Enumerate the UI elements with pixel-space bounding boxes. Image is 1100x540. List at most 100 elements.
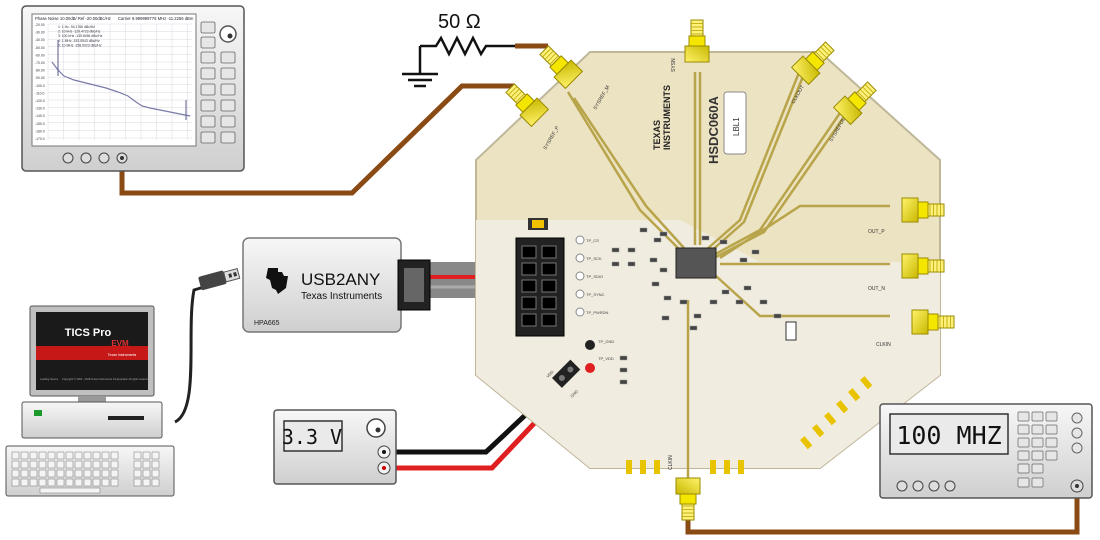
sma-out-n[interactable] bbox=[901, 253, 945, 279]
keyboard-key[interactable] bbox=[29, 451, 38, 460]
sma-sysref-m[interactable] bbox=[536, 42, 584, 90]
keyboard-key[interactable] bbox=[110, 478, 119, 487]
keyboard-key[interactable] bbox=[11, 478, 20, 487]
jumper-2[interactable] bbox=[785, 321, 797, 341]
generator-key[interactable] bbox=[1031, 477, 1044, 488]
keyboard-key[interactable] bbox=[92, 478, 101, 487]
analyzer-key[interactable] bbox=[200, 67, 216, 80]
keyboard-key[interactable] bbox=[29, 469, 38, 478]
testpoint-pwrdn[interactable] bbox=[575, 307, 585, 317]
keyboard-key[interactable] bbox=[38, 469, 47, 478]
keyboard-key[interactable] bbox=[101, 451, 110, 460]
generator-knob[interactable] bbox=[1071, 427, 1083, 439]
keyboard-key[interactable] bbox=[142, 469, 151, 478]
gen-port-1[interactable] bbox=[896, 480, 908, 492]
keyboard-key[interactable] bbox=[11, 469, 20, 478]
gen-port-3[interactable] bbox=[928, 480, 940, 492]
keyboard-key[interactable] bbox=[56, 451, 65, 460]
analyzer-key[interactable] bbox=[220, 99, 236, 112]
keyboard-key[interactable] bbox=[65, 451, 74, 460]
keyboard-key[interactable] bbox=[11, 451, 20, 460]
keyboard-key[interactable] bbox=[101, 460, 110, 469]
keyboard-key[interactable] bbox=[151, 460, 160, 469]
analyzer-key[interactable] bbox=[200, 21, 216, 34]
keyboard-key[interactable] bbox=[133, 478, 142, 487]
keyboard-key[interactable] bbox=[56, 460, 65, 469]
generator-key[interactable] bbox=[1017, 437, 1030, 448]
keyboard-key[interactable] bbox=[38, 478, 47, 487]
keyboard-key[interactable] bbox=[83, 469, 92, 478]
keyboard-key[interactable] bbox=[110, 469, 119, 478]
analyzer-key[interactable] bbox=[200, 131, 216, 144]
keyboard-key[interactable] bbox=[65, 478, 74, 487]
sma-out-p[interactable] bbox=[901, 197, 945, 223]
keyboard-spacebar[interactable] bbox=[39, 487, 101, 494]
keyboard-key[interactable] bbox=[29, 478, 38, 487]
testpoint-vdd[interactable] bbox=[585, 363, 595, 373]
analyzer-port-3[interactable] bbox=[98, 152, 110, 164]
keyboard-key[interactable] bbox=[83, 460, 92, 469]
keyboard-key[interactable] bbox=[110, 451, 119, 460]
generator-key[interactable] bbox=[1045, 424, 1058, 435]
keyboard-key[interactable] bbox=[151, 478, 160, 487]
sma-sysref-p[interactable] bbox=[502, 80, 550, 128]
keyboard-key[interactable] bbox=[74, 469, 83, 478]
keyboard-key[interactable] bbox=[38, 460, 47, 469]
generator-key[interactable] bbox=[1031, 437, 1044, 448]
analyzer-key[interactable] bbox=[200, 36, 216, 49]
gen-port-2[interactable] bbox=[912, 480, 924, 492]
keyboard-key[interactable] bbox=[92, 460, 101, 469]
keyboard-key[interactable] bbox=[101, 469, 110, 478]
analyzer-key[interactable] bbox=[220, 115, 236, 128]
generator-key[interactable] bbox=[1017, 463, 1030, 474]
testpoint-sdio[interactable] bbox=[575, 271, 585, 281]
keyboard-key[interactable] bbox=[92, 469, 101, 478]
keyboard-key[interactable] bbox=[92, 451, 101, 460]
generator-knob[interactable] bbox=[1071, 412, 1083, 424]
generator-key[interactable] bbox=[1045, 437, 1058, 448]
generator-key[interactable] bbox=[1031, 463, 1044, 474]
sma-clkin-right[interactable] bbox=[911, 309, 955, 335]
testpoint-sck[interactable] bbox=[575, 253, 585, 263]
keyboard-key[interactable] bbox=[151, 451, 160, 460]
analyzer-port-1[interactable] bbox=[62, 152, 74, 164]
keyboard-key[interactable] bbox=[83, 451, 92, 460]
analyzer-port-2[interactable] bbox=[80, 152, 92, 164]
keyboard-key[interactable] bbox=[133, 451, 142, 460]
voltage-knob[interactable] bbox=[366, 418, 386, 438]
testpoint-sync[interactable] bbox=[575, 289, 585, 299]
analyzer-key[interactable] bbox=[200, 115, 216, 128]
testpoint-gnd[interactable] bbox=[585, 340, 595, 350]
analyzer-key[interactable] bbox=[220, 51, 236, 64]
keyboard-key[interactable] bbox=[20, 451, 29, 460]
analyzer-key[interactable] bbox=[200, 83, 216, 96]
sma-clkin-bottom[interactable] bbox=[675, 477, 701, 521]
testpoint-cs[interactable] bbox=[575, 235, 585, 245]
keyboard-key[interactable] bbox=[20, 460, 29, 469]
keyboard-key[interactable] bbox=[65, 460, 74, 469]
generator-key[interactable] bbox=[1017, 411, 1030, 422]
keyboard-key[interactable] bbox=[38, 451, 47, 460]
generator-key[interactable] bbox=[1017, 424, 1030, 435]
gen-port-4[interactable] bbox=[944, 480, 956, 492]
keyboard-key[interactable] bbox=[142, 451, 151, 460]
keyboard-key[interactable] bbox=[56, 478, 65, 487]
generator-key[interactable] bbox=[1017, 477, 1030, 488]
analyzer-key[interactable] bbox=[220, 131, 236, 144]
generator-key[interactable] bbox=[1031, 450, 1044, 461]
analyzer-key[interactable] bbox=[220, 67, 236, 80]
keyboard-key[interactable] bbox=[29, 460, 38, 469]
sma-clkout[interactable] bbox=[790, 38, 839, 86]
keyboard-key[interactable] bbox=[74, 460, 83, 469]
sma-sysn[interactable] bbox=[684, 19, 710, 63]
keyboard-key[interactable] bbox=[56, 469, 65, 478]
analyzer-key[interactable] bbox=[200, 99, 216, 112]
keyboard-key[interactable] bbox=[83, 478, 92, 487]
keyboard-key[interactable] bbox=[74, 478, 83, 487]
keyboard-key[interactable] bbox=[133, 469, 142, 478]
power-terminal-block[interactable] bbox=[552, 359, 581, 388]
generator-key[interactable] bbox=[1045, 450, 1058, 461]
keyboard-key[interactable] bbox=[110, 460, 119, 469]
analyzer-key[interactable] bbox=[200, 51, 216, 64]
generator-key[interactable] bbox=[1017, 450, 1030, 461]
